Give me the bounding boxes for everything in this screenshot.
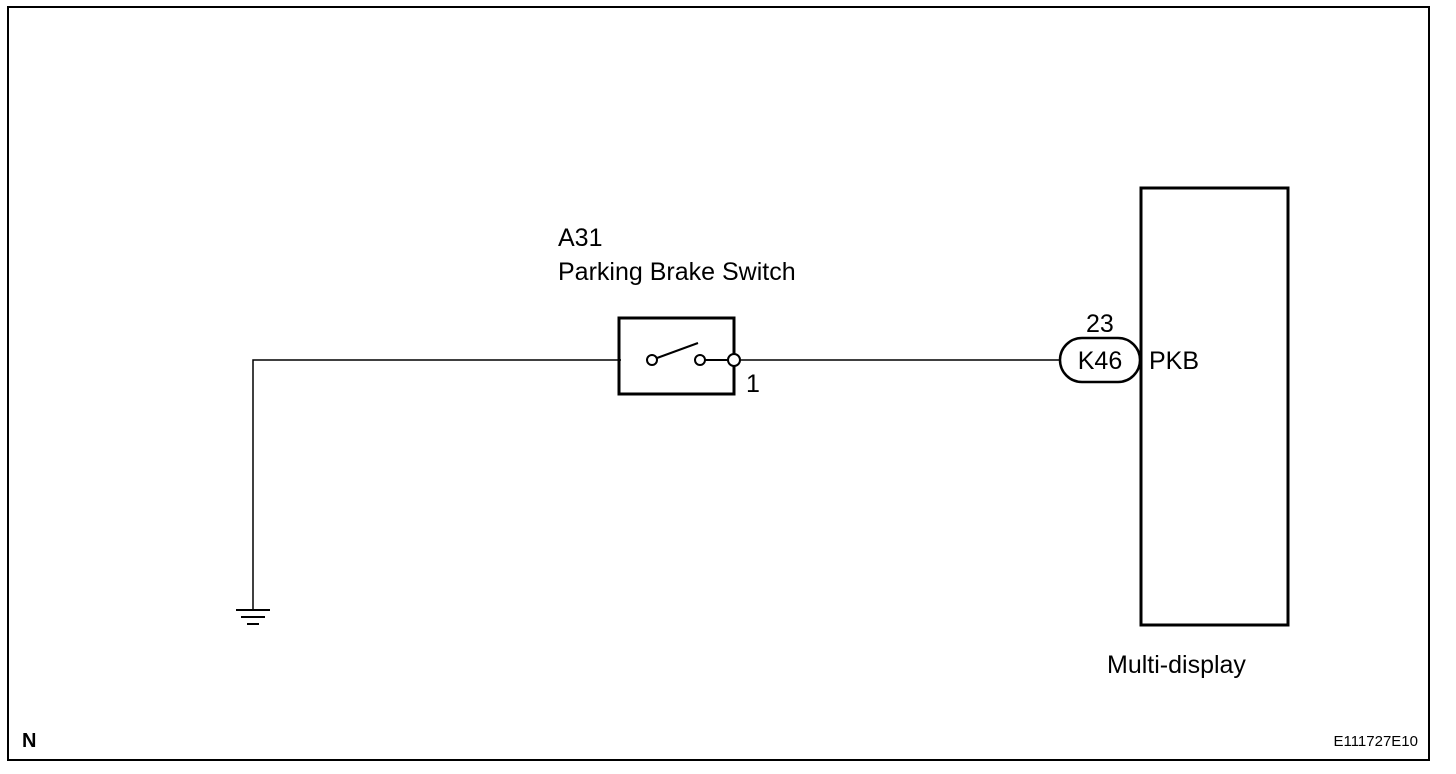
- parking-brake-switch-box: [617, 316, 736, 396]
- switch-contact-icon: [646, 342, 741, 367]
- figure-id-label: E111727E10: [1333, 733, 1418, 750]
- switch-pin-label: 1: [746, 370, 760, 398]
- ground-icon: [236, 609, 270, 625]
- connector-code-label: K46: [1078, 347, 1122, 375]
- terminal-name-label: PKB: [1149, 347, 1199, 375]
- switch-code-label: A31: [558, 224, 602, 252]
- multi-display-label: Multi-display: [1107, 651, 1246, 679]
- multi-display-box: [1139, 186, 1290, 627]
- diagram-frame: [7, 6, 1430, 761]
- connector-pin-label: 23: [1086, 310, 1114, 338]
- ground-wire: [252, 359, 621, 610]
- footer-code-label: N: [22, 730, 36, 752]
- switch-name-label: Parking Brake Switch: [558, 258, 796, 286]
